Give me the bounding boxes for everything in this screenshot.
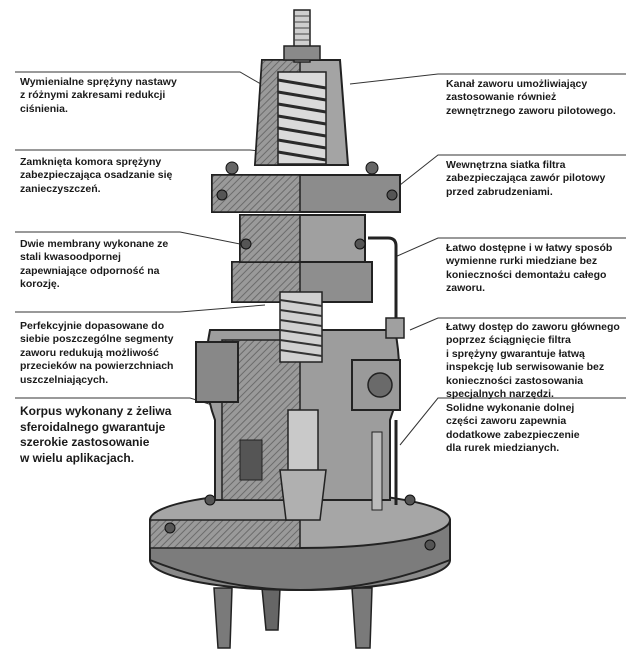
label-diaphragms: Dwie membrany wykonane ze stali kwasoodp… xyxy=(20,238,169,291)
label-spring-chamber: Zamknięta komora sprężyny zabezpieczając… xyxy=(20,156,173,195)
label-lower-part: Solidne wykonanie dolnej części zaworu z… xyxy=(446,402,580,455)
label-main-valve-access: Łatwy dostęp do zaworu głównego poprzez … xyxy=(446,321,620,401)
adjusting-screw xyxy=(283,9,321,63)
tube-fitting xyxy=(385,317,405,339)
leader-lines xyxy=(15,71,626,446)
label-spring-setting: Wymienialne sprężyny nastawy z różnymi z… xyxy=(20,76,177,115)
label-copper-tubes: Łatwo dostępne i w łatwy sposób wymienne… xyxy=(446,242,613,295)
lower-body xyxy=(195,329,401,521)
label-pilot-channel: Kanał zaworu umożliwiający zastosowanie … xyxy=(446,78,616,117)
valve-feet xyxy=(213,587,373,649)
label-sealing-segments: Perfekcyjnie dopasowane do siebie poszcz… xyxy=(20,320,174,386)
diaphragm-housing xyxy=(231,214,373,363)
label-filter-mesh: Wewnętrzna siatka filtra zabezpieczająca… xyxy=(446,159,606,198)
spring-bonnet xyxy=(253,59,350,166)
label-ductile-iron-body: Korpus wykonany z żeliwa sferoidalnego g… xyxy=(20,404,172,465)
upper-flange xyxy=(211,161,401,213)
pilot-copper-tube xyxy=(368,236,402,505)
